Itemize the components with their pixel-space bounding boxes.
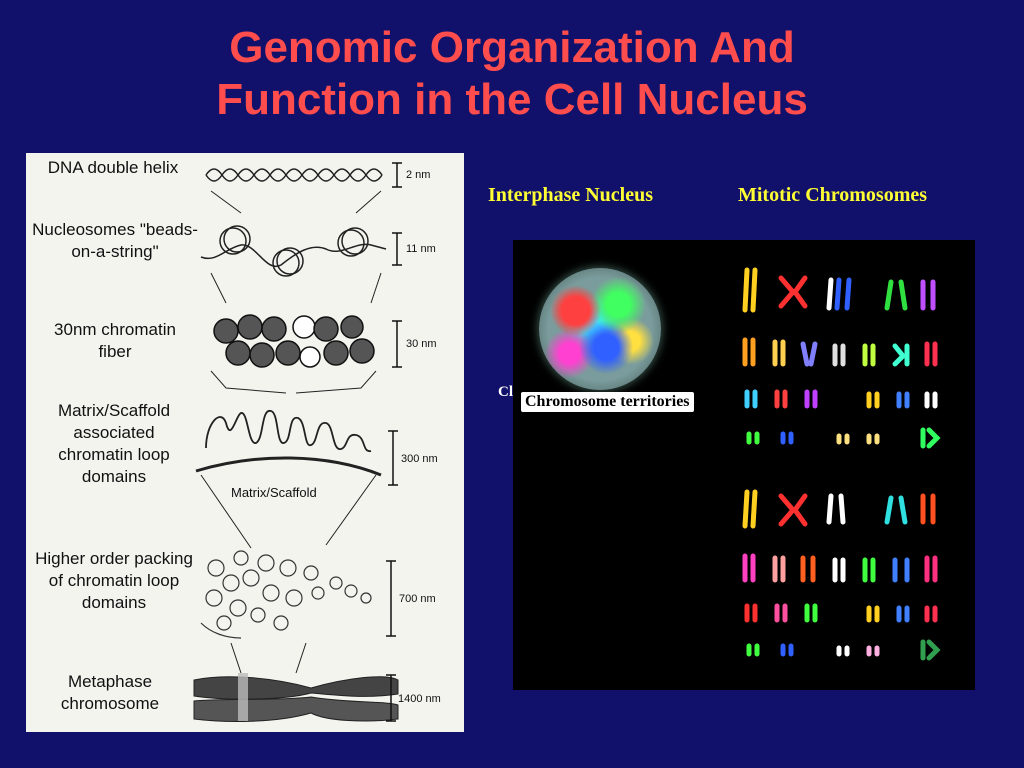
diagram-drawing (193, 162, 402, 722)
chromosome-territories-label: Chromosome territories (521, 392, 694, 412)
size-label-700nm: 700 nm (399, 593, 436, 605)
size-label-2nm: 2 nm (406, 169, 431, 181)
caption-mitotic-chromosomes: Mitotic Chromosomes (738, 184, 928, 206)
level-label-loop-domains: Matrix/Scaffold associated chromatin loo… (57, 401, 171, 486)
level-label-dna: DNA double helix (47, 158, 179, 177)
size-label-300nm: 300 nm (401, 453, 438, 465)
level-label-nucleosomes: Nucleosomes "beads-on-a-string" (32, 220, 198, 261)
caption-interphase-nucleus: Interphase Nucleus (488, 184, 654, 206)
title-line-1: Genomic Organization And (229, 23, 795, 72)
slide-title: Genomic Organization And Function in the… (0, 22, 1024, 126)
level-label-30nm-fiber: 30nm chromatin fiber (54, 320, 176, 361)
interphase-nucleus-image (539, 268, 661, 390)
scaffold-label: Matrix/Scaffold (231, 485, 317, 500)
level-label-higher-order: Higher order packing of chromatin loop d… (35, 549, 193, 612)
size-label-1400nm: 1400 nm (398, 693, 441, 705)
chromatin-packing-diagram: DNA double helix Nucleosomes "beads-on-a… (26, 153, 464, 732)
title-line-2: Function in the Cell Nucleus (216, 75, 808, 124)
level-label-metaphase: Metaphase chromosome (60, 672, 160, 713)
size-label-11nm: 11 nm (406, 243, 436, 255)
microscopy-image: Chromosome territories (513, 240, 975, 690)
karyotype-image (742, 267, 941, 661)
partially-hidden-text: Cl (498, 384, 513, 400)
size-label-30nm: 30 nm (406, 338, 437, 350)
